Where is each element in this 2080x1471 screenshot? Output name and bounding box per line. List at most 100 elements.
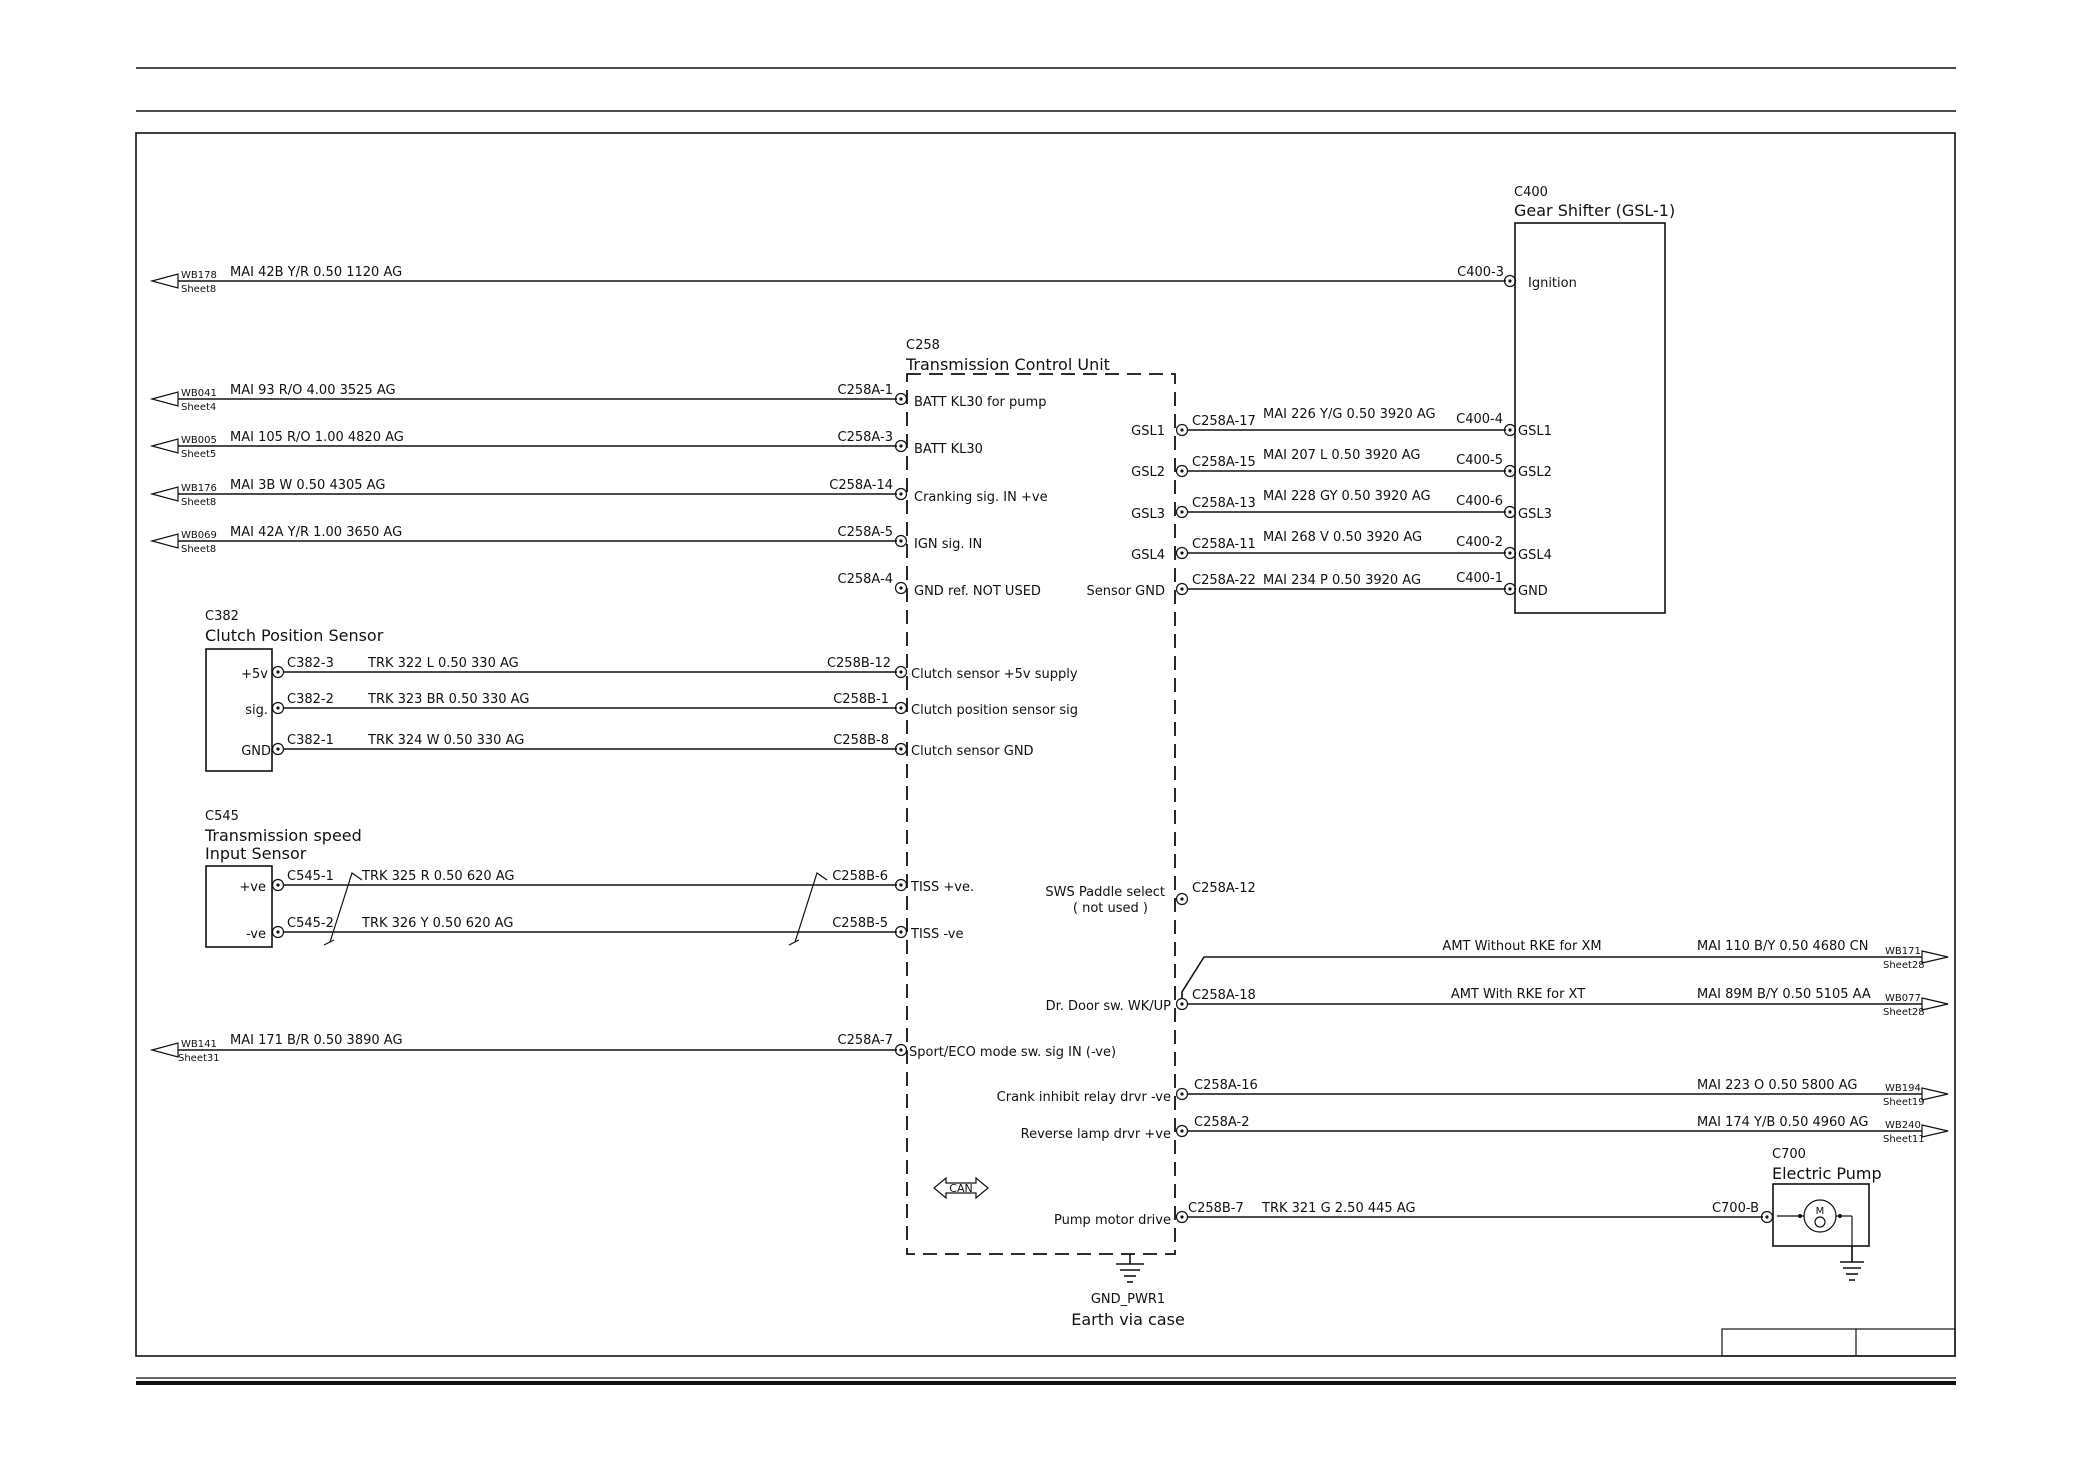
tcu-pin-label: Sport/ECO mode sw. sig IN (-ve) <box>909 1045 1116 1060</box>
tcu-pin-label: Crank inhibit relay drvr -ve <box>997 1090 1171 1105</box>
tcu-block: C258 Transmission Control Unit BATT KL30… <box>905 338 1176 1255</box>
svg-text:Sheet28: Sheet28 <box>1883 1007 1925 1018</box>
svg-text:C258B-1: C258B-1 <box>833 692 889 707</box>
tcu-name: Transmission Control Unit <box>905 355 1110 374</box>
svg-text:C258A-2: C258A-2 <box>1194 1115 1249 1130</box>
svg-text:MAI 93 R/O 4.00 3525 AG: MAI 93 R/O 4.00 3525 AG <box>230 383 396 398</box>
tcu-pin-label: Clutch position sensor sig <box>911 703 1078 718</box>
svg-text:C258B-6: C258B-6 <box>832 869 888 884</box>
tcu-id: C258 <box>906 338 940 353</box>
tcu-pin-label: GSL1 <box>1131 424 1165 439</box>
svg-text:C258B-12: C258B-12 <box>827 656 891 671</box>
tcu-pin-label: Pump motor drive <box>1054 1213 1171 1228</box>
shifter-pin-label: GSL4 <box>1518 548 1552 563</box>
offsheet-arrow-icon: WB041 Sheet4 <box>149 388 217 413</box>
svg-text:Sheet8: Sheet8 <box>181 544 216 555</box>
svg-text:C258B-8: C258B-8 <box>833 733 889 748</box>
svg-text:C258B-7: C258B-7 <box>1188 1201 1244 1216</box>
svg-text:TRK 322 L 0.50 330 AG: TRK 322 L 0.50 330 AG <box>367 656 519 671</box>
tcu-pin-label: IGN sig. IN <box>914 537 982 552</box>
shifter-pin-label: GSL1 <box>1518 424 1552 439</box>
pump-name: Electric Pump <box>1772 1164 1882 1183</box>
svg-text:WB077: WB077 <box>1885 993 1921 1004</box>
svg-text:MAI 89M B/Y 0.50 5105 AA: MAI 89M B/Y 0.50 5105 AA <box>1697 987 1871 1002</box>
svg-text:C700-B: C700-B <box>1712 1201 1759 1216</box>
wire-tiss-neg: C545-2 TRK 326 Y 0.50 620 AG C258B-5 <box>271 916 908 939</box>
clutch-sensor-name: Clutch Position Sensor <box>205 626 384 645</box>
svg-text:MAI 228 GY 0.50 3920 AG: MAI 228 GY 0.50 3920 AG <box>1263 489 1431 504</box>
svg-text:C382-3: C382-3 <box>287 656 334 671</box>
svg-text:Sheet19: Sheet19 <box>1883 1097 1925 1108</box>
offsheet-arrow-icon: WB141 Sheet31 <box>149 1039 220 1064</box>
electric-pump-block: C700 Electric Pump M <box>1772 1147 1882 1260</box>
svg-text:Sheet8: Sheet8 <box>181 284 216 295</box>
offsheet-arrow-icon: WB176 Sheet8 <box>149 483 217 508</box>
svg-text:C258A-18: C258A-18 <box>1192 988 1256 1003</box>
svg-text:M: M <box>1816 1206 1825 1217</box>
speed-sensor-name: Input Sensor <box>205 844 307 863</box>
svg-text:WB069: WB069 <box>181 530 217 541</box>
tcu-pin-label: Cranking sig. IN +ve <box>914 490 1048 505</box>
wire-cranking: MAI 3B W 0.50 4305 AG C258A-14 <box>178 478 908 501</box>
svg-text:WB178: WB178 <box>181 270 217 281</box>
wire-clutch-5v: C382-3 TRK 322 L 0.50 330 AG C258B-12 <box>271 656 908 679</box>
tcu-pin-label: GSL2 <box>1131 465 1165 480</box>
svg-text:MAI 171 B/R 0.50 3890 AG: MAI 171 B/R 0.50 3890 AG <box>230 1033 403 1048</box>
sensor-pin-label: GND <box>241 744 271 759</box>
svg-text:AMT With RKE for XT: AMT With RKE for XT <box>1451 987 1585 1002</box>
svg-text:WB005: WB005 <box>181 435 217 446</box>
tcu-pin-label: GSL4 <box>1131 548 1165 563</box>
twisted-pair-mark <box>323 872 828 946</box>
svg-text:WB194: WB194 <box>1885 1083 1921 1094</box>
page-frame <box>135 67 1956 1385</box>
sensor-pin-label: -ve <box>246 927 266 942</box>
svg-text:TRK 325 R 0.50 620 AG: TRK 325 R 0.50 620 AG <box>361 869 515 884</box>
svg-text:C258A-12: C258A-12 <box>1192 881 1256 896</box>
svg-text:C400-1: C400-1 <box>1456 571 1503 586</box>
offsheet-arrow-icon: WB178 Sheet8 <box>149 270 217 295</box>
tcu-pin-label: Sensor GND <box>1086 584 1165 599</box>
wire-ign-sig: MAI 42A Y/R 1.00 3650 AG C258A-5 <box>178 525 908 548</box>
svg-text:C258A-11: C258A-11 <box>1192 537 1256 552</box>
tcu-pin-label: TISS -ve <box>910 927 963 942</box>
svg-text:TRK 321 G 2.50 445 AG: TRK 321 G 2.50 445 AG <box>1261 1201 1416 1216</box>
offsheet-arrow-icon: WB077 Sheet28 <box>1883 993 1949 1018</box>
svg-text:C382-1: C382-1 <box>287 733 334 748</box>
tcu-pin-label: Clutch sensor +5v supply <box>911 667 1078 682</box>
svg-text:MAI 3B W 0.50 4305 AG: MAI 3B W 0.50 4305 AG <box>230 478 385 493</box>
svg-text:C258A-14: C258A-14 <box>829 478 893 493</box>
tcu-pin-label: Clutch sensor GND <box>911 744 1034 759</box>
shifter-pin-label: GSL3 <box>1518 507 1552 522</box>
tcu-pin-label: GND ref. NOT USED <box>914 584 1041 599</box>
title-block <box>1721 1328 1956 1357</box>
svg-text:Sheet31: Sheet31 <box>178 1053 220 1064</box>
svg-text:MAI 226 Y/G 0.50 3920 AG: MAI 226 Y/G 0.50 3920 AG <box>1263 407 1436 422</box>
wire-ignition: MAI 42B Y/R 0.50 1120 AG C400-3 <box>178 265 1517 288</box>
svg-text:C258A-1: C258A-1 <box>838 383 893 398</box>
offsheet-arrow-icon: WB069 Sheet8 <box>149 530 217 555</box>
wire-gsl2: C258A-15 MAI 207 L 0.50 3920 AG C400-5 <box>1175 448 1517 478</box>
svg-text:MAI 110 B/Y 0.50 4680 CN: MAI 110 B/Y 0.50 4680 CN <box>1697 939 1869 954</box>
svg-text:C382-2: C382-2 <box>287 692 334 707</box>
clutch-sensor-id: C382 <box>205 609 239 624</box>
svg-text:WB041: WB041 <box>181 388 217 399</box>
svg-text:TRK 324 W 0.50 330 AG: TRK 324 W 0.50 330 AG <box>367 733 524 748</box>
wire-gsl1: C258A-17 MAI 226 Y/G 0.50 3920 AG C400-4 <box>1175 407 1517 437</box>
svg-text:C258B-5: C258B-5 <box>832 916 888 931</box>
svg-text:MAI 42A Y/R 1.00 3650 AG: MAI 42A Y/R 1.00 3650 AG <box>230 525 402 540</box>
tcu-pin-label: ( not used ) <box>1073 901 1148 916</box>
svg-text:C400-4: C400-4 <box>1456 412 1503 427</box>
tcu-pin-label: Dr. Door sw. WK/UP <box>1046 999 1172 1014</box>
svg-text:C545-1: C545-1 <box>287 869 334 884</box>
offsheet-arrow-icon: WB005 Sheet5 <box>149 435 217 460</box>
svg-text:Sheet11: Sheet11 <box>1883 1134 1925 1145</box>
wire-pump-drive: C258B-7 TRK 321 G 2.50 445 AG C700-B <box>1175 1201 1774 1224</box>
svg-text:C258A-13: C258A-13 <box>1192 496 1256 511</box>
svg-text:TRK 326 Y 0.50 620 AG: TRK 326 Y 0.50 620 AG <box>361 916 513 931</box>
speed-sensor-block: C545 Transmission speed Input Sensor +ve… <box>204 809 362 948</box>
svg-text:C258A-22: C258A-22 <box>1192 573 1256 588</box>
svg-text:C545-2: C545-2 <box>287 916 334 931</box>
ground-label: Earth via case <box>1071 1310 1185 1329</box>
svg-text:C258A-17: C258A-17 <box>1192 414 1256 429</box>
